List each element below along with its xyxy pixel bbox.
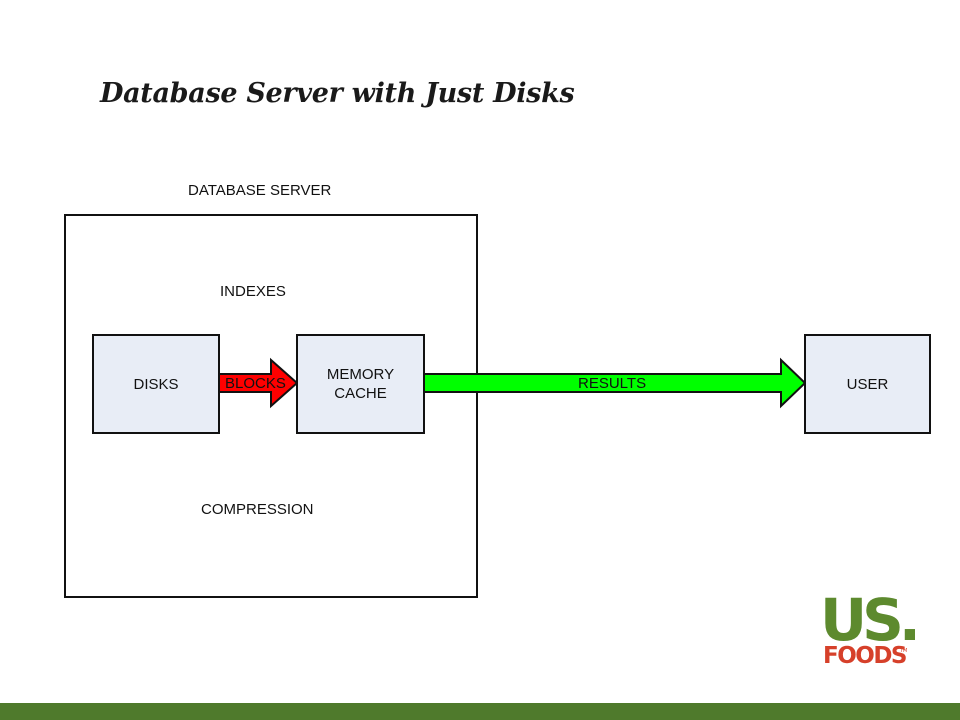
blocks-arrow: [218, 357, 299, 409]
compression-label: COMPRESSION: [201, 501, 314, 518]
indexes-label: INDEXES: [220, 283, 286, 300]
server-label: DATABASE SERVER: [188, 182, 332, 199]
results-arrow: [423, 357, 807, 409]
logo-trademark-text: TM: [899, 648, 907, 654]
memory-cache-box: MEMORY CACHE: [296, 334, 425, 434]
disks-label: DISKS: [133, 375, 179, 393]
user-box: USER: [804, 334, 931, 434]
footer-bar: [0, 703, 960, 720]
disks-box: DISKS: [92, 334, 220, 434]
us-foods-logo: US. FOODS TM: [820, 586, 916, 669]
memory-cache-label: MEMORY CACHE: [326, 366, 395, 402]
results-arrow-label: RESULTS: [578, 375, 646, 392]
logo-foods-text: FOODS: [823, 643, 906, 669]
slide-title: Database Server with Just Disks: [100, 78, 575, 109]
user-label: USER: [846, 375, 889, 393]
blocks-arrow-label: BLOCKS: [225, 375, 286, 392]
logo-us-text: US.: [820, 586, 916, 654]
